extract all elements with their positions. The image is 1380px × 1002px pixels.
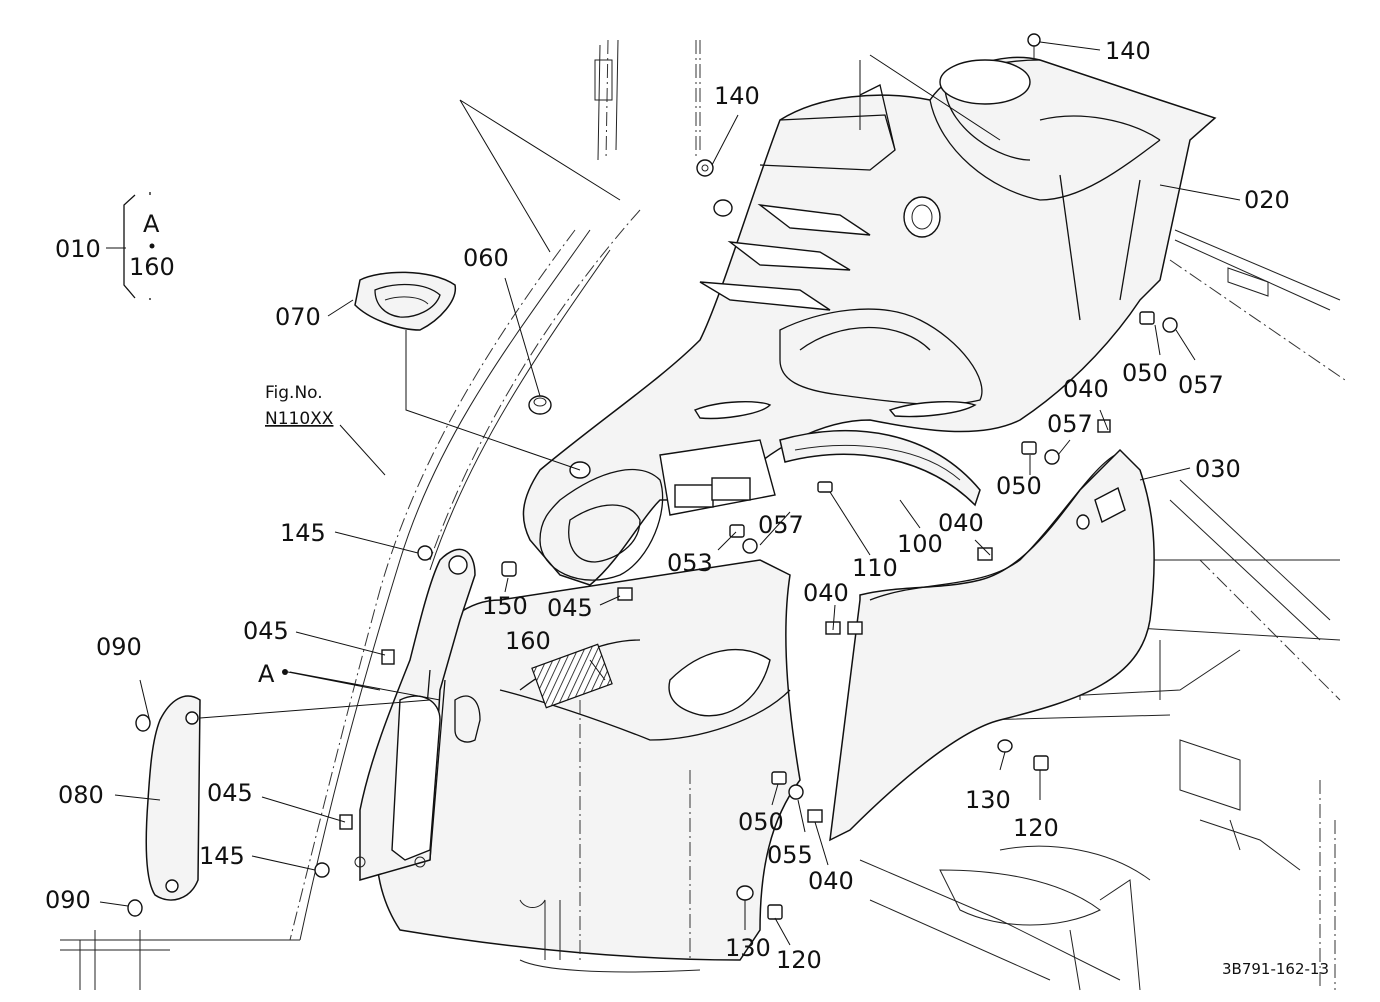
- callout-050-right: 050: [1122, 359, 1168, 387]
- callout-080: 080: [58, 781, 104, 809]
- left-vertical-panel: [354, 548, 476, 881]
- fig-ref-line2: N110XX: [265, 409, 334, 429]
- callout-050-mid: 050: [996, 472, 1042, 500]
- callout-057-center: 057: [758, 511, 804, 539]
- callout-020: 020: [1244, 186, 1290, 214]
- point-a-label: A: [258, 660, 275, 688]
- callout-057-right: 057: [1178, 371, 1224, 399]
- center-lower-panel: [375, 559, 801, 973]
- fig-ref-line1: Fig.No.: [265, 383, 323, 403]
- part-160-label-plate: [531, 643, 613, 709]
- part-070-boot: [354, 271, 456, 331]
- fasteners: [127, 33, 1178, 920]
- part-020-upper-panel: [522, 56, 1217, 586]
- part-030-right-panel: [829, 448, 1155, 842]
- callout-110: 110: [852, 554, 898, 582]
- group-010-top-label: A: [143, 210, 160, 238]
- callout-045-left: 045: [243, 617, 289, 645]
- group-010-bracket: [106, 192, 155, 300]
- callout-100: 100: [897, 530, 943, 558]
- callout-045-bottom: 045: [207, 779, 253, 807]
- callout-040-mid: 040: [803, 579, 849, 607]
- callout-145-top: 145: [280, 519, 326, 547]
- callout-090-top: 090: [96, 633, 142, 661]
- callout-090-bottom: 090: [45, 886, 91, 914]
- frame-background: [60, 39, 1346, 991]
- group-010-part-number: 010: [55, 235, 101, 263]
- callout-060: 060: [463, 244, 509, 272]
- callout-057-mid: 057: [1047, 410, 1093, 438]
- callout-140-mid: 140: [714, 82, 760, 110]
- callout-055: 055: [767, 841, 813, 869]
- callout-145-bottom: 145: [199, 842, 245, 870]
- callout-070: 070: [275, 303, 321, 331]
- callout-040-bottom: 040: [808, 867, 854, 895]
- figure-code: 3B791-162-13: [1222, 960, 1329, 978]
- callout-120-bottom: 120: [776, 946, 822, 974]
- callout-140-top: 140: [1105, 37, 1151, 65]
- group-010-bottom-label: 160: [129, 253, 175, 281]
- callout-030: 030: [1195, 455, 1241, 483]
- leader-lines: [99, 41, 1241, 946]
- callout-160: 160: [505, 627, 551, 655]
- callout-040-center: 040: [938, 509, 984, 537]
- callout-053: 053: [667, 549, 713, 577]
- callout-120-right: 120: [1013, 814, 1059, 842]
- callout-labels: 010 A 160 Fig.No. N110XX A 140 140 020 0…: [45, 37, 1329, 978]
- part-060-grommet: [528, 395, 552, 415]
- part-080-cover-plate: [145, 695, 201, 901]
- callout-130-right: 130: [965, 786, 1011, 814]
- callout-040-right: 040: [1063, 375, 1109, 403]
- callout-045-center: 045: [547, 594, 593, 622]
- callout-130-bottom: 130: [725, 934, 771, 962]
- callout-150: 150: [482, 592, 528, 620]
- part-100-strip: [779, 429, 981, 507]
- callout-050-bottom: 050: [738, 808, 784, 836]
